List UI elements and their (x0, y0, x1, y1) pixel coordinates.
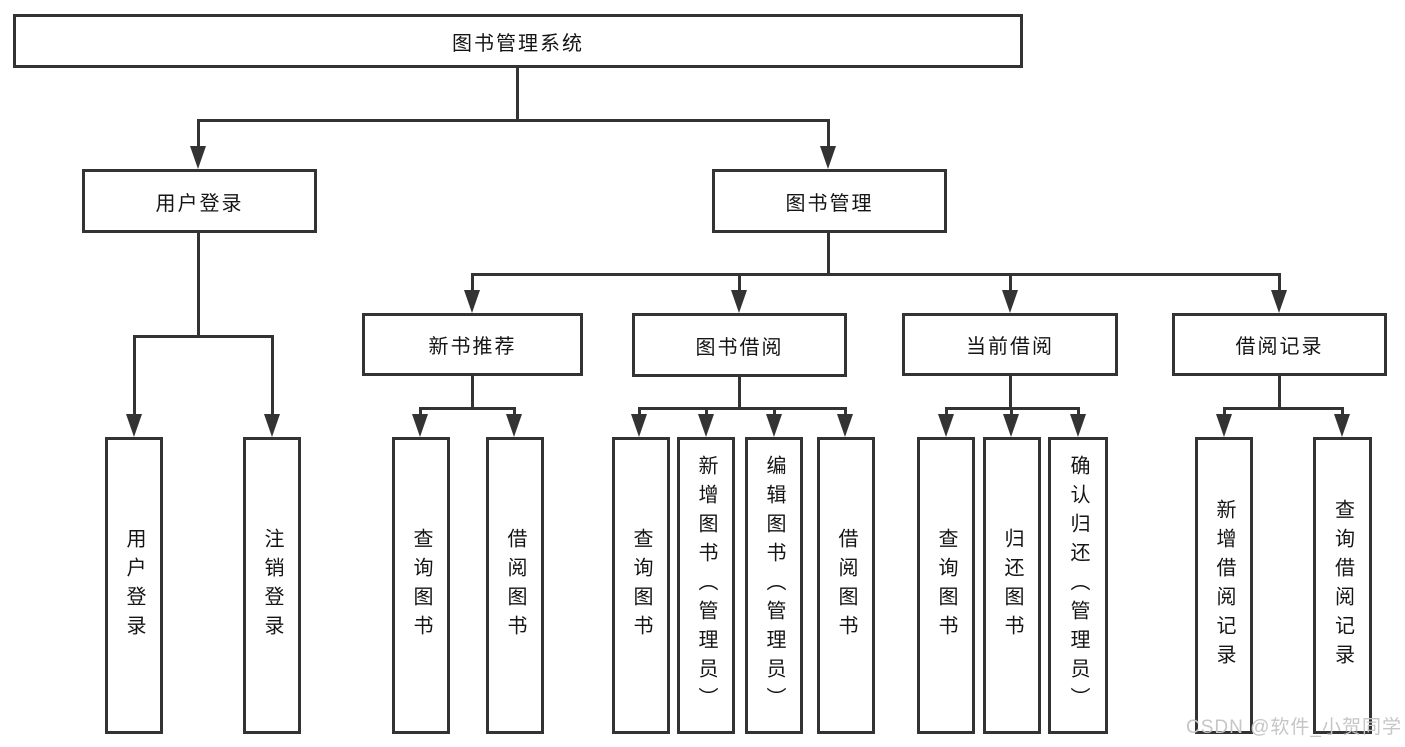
connector-drop-leaf (1077, 407, 1080, 420)
node-root-library-system: 图书管理系统 (13, 14, 1023, 68)
node-user-login: 用户登录 (82, 169, 317, 233)
leaf-add-book-admin: 新增图书（管理员） (677, 437, 735, 734)
node-book-management: 图书管理 (712, 169, 947, 233)
arrowhead-leaf (1216, 414, 1232, 437)
leaf-borrow-query-books: 查询图书 (612, 437, 670, 734)
connector-drop-leaf (513, 407, 516, 420)
arrowhead-level3 (1271, 290, 1287, 313)
leaf-confirm-return-admin: 确认归还（管理员） (1048, 437, 1108, 734)
connector-drop-leaf (419, 407, 422, 420)
connector-new-book-stem (471, 376, 474, 407)
leaf-recommend-query-books: 查询图书 (392, 437, 450, 734)
arrowhead-leaf (264, 414, 280, 437)
node-new-book-recommendation: 新书推荐 (362, 313, 583, 376)
arrowhead-leaf (698, 414, 714, 437)
connector-drop-leaf (705, 407, 708, 420)
connector-drop-level3 (738, 273, 741, 293)
leaf-edit-book-admin: 编辑图书（管理员） (745, 437, 803, 734)
arrowhead-level3 (464, 290, 480, 313)
connector-book-management-fork (471, 273, 1281, 276)
connector-borrowing-records-stem (1278, 376, 1281, 407)
connector-drop-level3 (471, 273, 474, 293)
arrowhead-leaf (412, 414, 428, 437)
arrowhead-leaf (631, 414, 647, 437)
connector-current-borrowing-stem (1009, 376, 1012, 407)
leaf-user-login: 用户登录 (105, 437, 163, 734)
connector-book-borrowing-fork (638, 407, 847, 410)
leaf-recommend-borrow-books: 借阅图书 (486, 437, 544, 734)
arrowhead-level3 (1002, 290, 1018, 313)
connector-drop-level3 (1009, 273, 1012, 293)
connector-drop-leaf (1010, 407, 1013, 420)
connector-user-login-fork (133, 335, 274, 338)
connector-drop-leaf (271, 335, 274, 420)
arrowhead-book-management (820, 146, 836, 169)
connector-new-book-fork (419, 407, 516, 410)
connector-drop-leaf (1341, 407, 1344, 420)
leaf-return-books: 归还图书 (983, 437, 1041, 734)
arrowhead-level3 (731, 290, 747, 313)
connector-book-borrowing-stem (738, 376, 741, 407)
connector-drop-leaf (1223, 407, 1226, 420)
arrowhead-leaf (1003, 414, 1019, 437)
connector-drop-level3 (1278, 273, 1281, 293)
leaf-query-borrow-record: 查询借阅记录 (1313, 437, 1372, 734)
node-current-borrowing: 当前借阅 (902, 313, 1118, 376)
node-book-borrowing: 图书借阅 (632, 313, 847, 377)
arrowhead-user-login (190, 146, 206, 169)
leaf-borrow-books: 借阅图书 (817, 437, 875, 734)
connector-top-fork (197, 119, 830, 122)
arrowhead-leaf (1070, 414, 1086, 437)
connector-drop-leaf (638, 407, 641, 420)
leaf-logout: 注销登录 (243, 437, 301, 734)
arrowhead-leaf (837, 414, 853, 437)
arrowhead-leaf (766, 414, 782, 437)
connector-drop-leaf (945, 407, 948, 420)
connector-drop-leaf (844, 407, 847, 420)
connector-drop-leaf (133, 335, 136, 420)
connector-borrowing-records-fork (1223, 407, 1344, 410)
connector-drop-user-login (197, 119, 200, 149)
arrowhead-leaf (1334, 414, 1350, 437)
connector-book-management-stem (827, 233, 830, 273)
node-borrowing-records: 借阅记录 (1172, 313, 1387, 376)
arrowhead-leaf (938, 414, 954, 437)
connector-user-login-stem (197, 233, 200, 335)
connector-drop-leaf (773, 407, 776, 420)
arrowhead-leaf (506, 414, 522, 437)
leaf-add-borrow-record: 新增借阅记录 (1195, 437, 1253, 734)
arrowhead-leaf (126, 414, 142, 437)
connector-root-stem (516, 68, 519, 119)
leaf-current-query-books: 查询图书 (917, 437, 975, 734)
connector-drop-book-management (827, 119, 830, 149)
csdn-watermark: CSDN @软件_小贺同学 (1186, 717, 1402, 738)
